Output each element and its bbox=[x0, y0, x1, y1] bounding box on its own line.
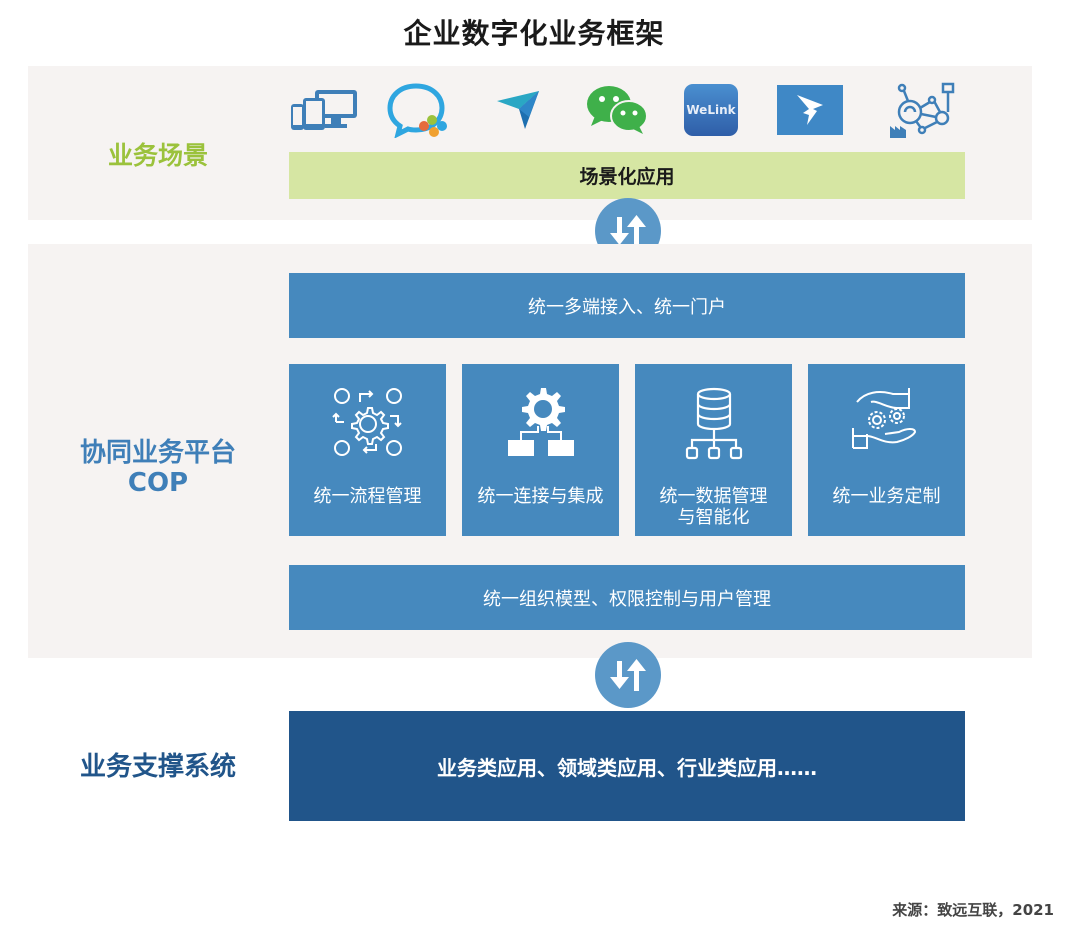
platform-label: 协同业务平台 COP bbox=[28, 438, 288, 498]
support-label: 业务支撑系统 bbox=[79, 752, 236, 782]
page-title: 企业数字化业务框架 bbox=[403, 17, 665, 50]
wechat-icon bbox=[582, 80, 652, 140]
dingtalk-icon bbox=[776, 80, 844, 140]
welink-icon: WeLink bbox=[682, 80, 740, 140]
card-label-line1: 统一数据管理 bbox=[659, 486, 768, 507]
support-applications-bar: 业务类应用、领域类应用、行业类应用…… bbox=[289, 711, 965, 821]
paper-plane-icon bbox=[488, 80, 548, 140]
wecom-icon bbox=[384, 80, 454, 140]
integration-gear-icon bbox=[462, 386, 619, 466]
card-label: 统一业务定制 bbox=[832, 486, 941, 507]
platform-label-line2: COP bbox=[127, 468, 189, 498]
card-process-management: 统一流程管理 bbox=[289, 364, 446, 536]
card-data-management: 统一数据管理 与智能化 bbox=[635, 364, 792, 536]
source-note: 来源：致远互联，2021 bbox=[892, 901, 1054, 919]
card-label: 统一流程管理 bbox=[313, 486, 422, 507]
unified-access-bar: 统一多端接入、统一门户 bbox=[289, 273, 965, 338]
scenario-label: 业务场景 bbox=[107, 141, 208, 170]
multi-device-icon bbox=[290, 80, 360, 140]
iot-network-icon bbox=[888, 80, 958, 140]
hands-gears-icon bbox=[808, 386, 965, 466]
bidirectional-arrow-icon bbox=[595, 642, 661, 708]
card-business-customization: 统一业务定制 bbox=[808, 364, 965, 536]
process-gear-icon bbox=[289, 386, 446, 466]
card-label: 统一连接与集成 bbox=[477, 486, 604, 507]
platform-label-line1: 协同业务平台 bbox=[79, 438, 236, 468]
scenario-application-bar: 场景化应用 bbox=[289, 152, 965, 199]
database-tree-icon bbox=[635, 386, 792, 466]
card-label-line2: 与智能化 bbox=[677, 507, 750, 528]
card-label: 统一数据管理 与智能化 bbox=[635, 486, 792, 528]
org-permission-bar: 统一组织模型、权限控制与用户管理 bbox=[289, 565, 965, 630]
card-connection-integration: 统一连接与集成 bbox=[462, 364, 619, 536]
